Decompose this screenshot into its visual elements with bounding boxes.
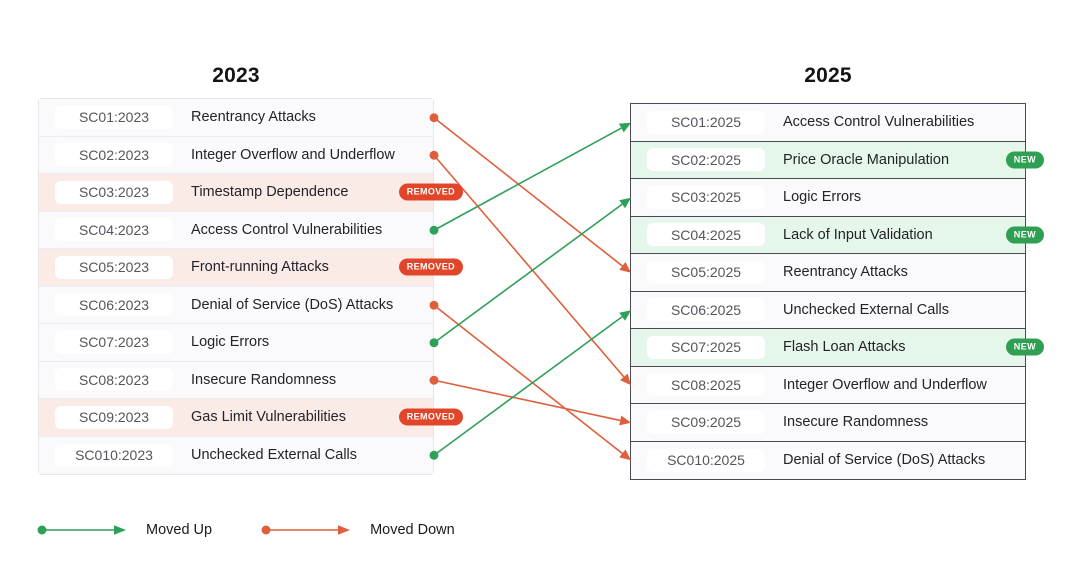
row-name: Insecure Randomness [191, 371, 337, 388]
table-row: SC06:2025 Unchecked External Calls [631, 291, 1025, 329]
row-code: SC08:2023 [55, 368, 173, 392]
movement-arrow-up [429, 122, 631, 235]
row-name: Integer Overflow and Underflow [783, 376, 987, 393]
row-code: SC02:2023 [55, 143, 173, 167]
new-badge: NEW [1005, 338, 1044, 356]
new-badge: NEW [1005, 226, 1044, 244]
row-name: Reentrancy Attacks [783, 264, 908, 281]
row-name: Gas Limit Vulnerabilities [191, 409, 346, 426]
row-name: Denial of Service (DoS) Attacks [783, 452, 986, 469]
movement-arrow-up [429, 310, 631, 460]
row-code: SC04:2023 [55, 218, 173, 242]
table-row: SC010:2025 Denial of Service (DoS) Attac… [631, 441, 1025, 479]
row-code: SC05:2023 [55, 255, 173, 279]
right-column-title: 2025 [804, 64, 852, 87]
row-code: SC09:2023 [55, 405, 173, 429]
row-name: Lack of Input Validation [783, 226, 933, 243]
legend-item: Moved Down [260, 522, 455, 538]
row-code: SC09:2025 [647, 410, 765, 434]
row-code: SC04:2025 [647, 223, 765, 247]
legend: Moved Up Moved Down [36, 522, 455, 538]
legend-arrow-down-icon [261, 525, 351, 535]
legend-label: Moved Up [146, 522, 213, 538]
removed-badge: REMOVED [398, 408, 463, 426]
row-code: SC010:2025 [647, 448, 765, 472]
new-badge: NEW [1005, 151, 1044, 169]
table-row: SC08:2025 Integer Overflow and Underflow [631, 366, 1025, 404]
row-name: Denial of Service (DoS) Attacks [191, 296, 394, 313]
movement-arrow-down [429, 300, 631, 461]
table-row: SC04:2023 Access Control Vulnerabilities [39, 211, 433, 249]
row-code: SC07:2023 [55, 330, 173, 354]
row-name: Price Oracle Manipulation [783, 151, 950, 168]
table-row: SC010:2023 Unchecked External Calls [39, 436, 433, 474]
row-code: SC010:2023 [55, 443, 173, 467]
row-name: Insecure Randomness [783, 414, 929, 431]
table-row: SC03:2025 Logic Errors [631, 179, 1025, 217]
table-row: SC02:2025 Price Oracle Manipulation NEW [631, 141, 1044, 179]
table-row: SC07:2025 Flash Loan Attacks NEW [631, 329, 1044, 367]
legend-item: Moved Up [36, 522, 212, 538]
row-name: Reentrancy Attacks [191, 109, 316, 126]
row-code: SC01:2025 [647, 110, 765, 134]
table-row: SC06:2023 Denial of Service (DoS) Attack… [39, 286, 433, 324]
row-code: SC05:2025 [647, 260, 765, 284]
row-name: Timestamp Dependence [191, 184, 349, 201]
table-row: SC02:2023 Integer Overflow and Underflow [39, 136, 433, 174]
row-name: Access Control Vulnerabilities [191, 221, 383, 238]
table-row: SC05:2025 Reentrancy Attacks [631, 254, 1025, 292]
row-code: SC06:2025 [647, 298, 765, 322]
table-row: SC01:2025 Access Control Vulnerabilities [631, 104, 1025, 142]
table-row: SC09:2023 Gas Limit Vulnerabilities REMO… [39, 399, 463, 437]
table-row: SC01:2023 Reentrancy Attacks [39, 99, 433, 137]
row-code: SC03:2025 [647, 185, 765, 209]
row-name: Logic Errors [783, 189, 862, 206]
removed-badge: REMOVED [398, 258, 463, 276]
left-column-title: 2023 [212, 64, 260, 87]
legend-label: Moved Down [370, 522, 455, 538]
row-name: Unchecked External Calls [191, 447, 358, 464]
row-code: SC07:2025 [647, 335, 765, 359]
row-code: SC03:2023 [55, 180, 173, 204]
row-code: SC02:2025 [647, 148, 765, 172]
removed-badge: REMOVED [398, 183, 463, 201]
row-code: SC08:2025 [647, 373, 765, 397]
row-name: Front-running Attacks [191, 259, 329, 276]
table-row: SC09:2025 Insecure Randomness [631, 404, 1025, 442]
legend-arrow-up-icon [37, 525, 126, 535]
row-name: Unchecked External Calls [783, 301, 950, 318]
table-row: SC07:2023 Logic Errors [39, 324, 433, 362]
row-name: Logic Errors [191, 334, 270, 351]
table-row: SC08:2023 Insecure Randomness [39, 361, 433, 399]
table-2023: SC01:2023 Reentrancy Attacks SC02:2023 I… [38, 98, 463, 475]
row-code: SC06:2023 [55, 293, 173, 317]
table-row: SC05:2023 Front-running Attacks REMOVED [39, 249, 463, 287]
row-name: Flash Loan Attacks [783, 339, 906, 356]
row-name: Integer Overflow and Underflow [191, 146, 395, 163]
table-2025: SC01:2025 Access Control Vulnerabilities… [630, 103, 1044, 480]
row-code: SC01:2023 [55, 105, 173, 129]
table-row: SC03:2023 Timestamp Dependence REMOVED [39, 174, 463, 212]
row-name: Access Control Vulnerabilities [783, 114, 975, 131]
table-row: SC04:2025 Lack of Input Validation NEW [631, 216, 1044, 254]
